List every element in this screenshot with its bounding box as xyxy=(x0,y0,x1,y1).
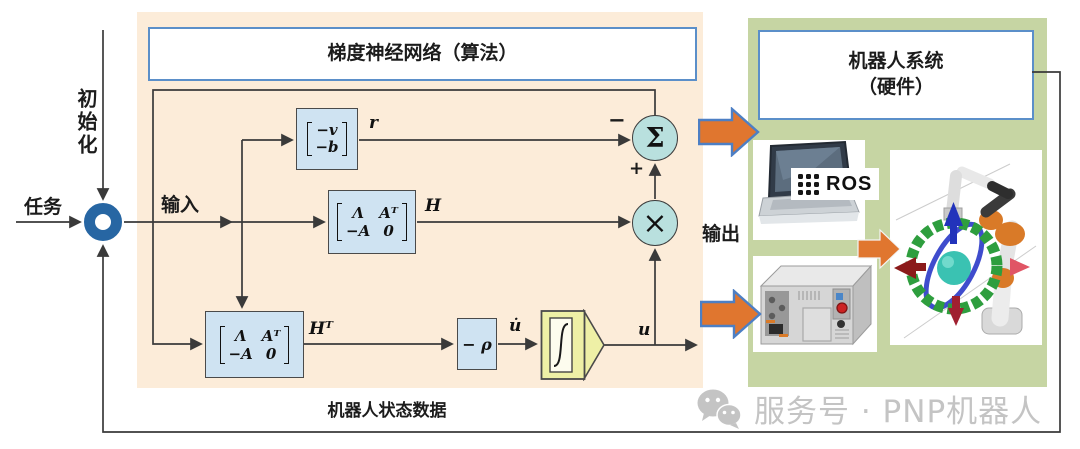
ht-matrix-block: Λ Aᵀ −A 0 xyxy=(205,311,304,378)
h-signal-label: H xyxy=(425,196,442,216)
ht-c22: 0 xyxy=(265,344,277,363)
ros-logo: ROS xyxy=(791,168,879,200)
sum-junction: Σ xyxy=(632,115,678,161)
minus-sign: − xyxy=(608,108,626,132)
bracket-right xyxy=(401,203,407,241)
vb-matrix-block: −v −b xyxy=(296,108,358,170)
plus-sign: + xyxy=(629,158,645,179)
h-c11: Λ xyxy=(352,204,364,222)
h-c12: Aᵀ xyxy=(379,204,398,222)
multiply-junction: × xyxy=(632,200,678,246)
robot-arm-image xyxy=(890,150,1042,345)
init-label: 初始化 xyxy=(74,88,98,157)
h-c21: −A xyxy=(346,222,371,240)
u-signal-label: u xyxy=(638,320,651,340)
task-label: 任务 xyxy=(24,196,63,218)
state-data-label: 机器人状态数据 xyxy=(327,401,447,421)
udot-signal-label: u̇ xyxy=(509,316,522,336)
controller-image xyxy=(753,256,877,352)
sigma-symbol: Σ xyxy=(645,122,665,154)
h-matrix-block: Λ Aᵀ −A 0 xyxy=(328,190,416,254)
orange-arrow-icon xyxy=(699,288,762,340)
vb-row2: −b xyxy=(315,138,339,156)
algo-to-hardware-arrow-bottom xyxy=(699,288,762,340)
ht-matrix: Λ Aᵀ −A 0 xyxy=(219,325,290,364)
h-matrix: Λ Aᵀ −A 0 xyxy=(337,203,407,241)
algorithm-title-box: 梯度神经网络（算法） xyxy=(148,27,697,81)
ht-c12: Aᵀ xyxy=(261,326,281,345)
ros-label: ROS xyxy=(826,172,873,195)
watermark-text: 服务号 · PNP机器人 xyxy=(754,394,1043,430)
bracket-left xyxy=(219,325,225,364)
h-c22: 0 xyxy=(383,222,394,240)
output-label: 输出 xyxy=(702,223,741,245)
hardware-title-line1: 机器人系统 xyxy=(848,50,944,73)
orange-arrow-icon xyxy=(697,106,760,158)
rho-gain-text: − ρ xyxy=(462,334,492,354)
integrator-saturation-icon xyxy=(540,308,605,382)
bracket-right xyxy=(341,121,347,157)
algo-to-hardware-arrow-top xyxy=(697,106,760,158)
bracket-left xyxy=(307,121,313,157)
controller-to-robot-arrow xyxy=(856,226,902,272)
robot-arm-icon xyxy=(894,163,1037,339)
integrator-saturation-block xyxy=(540,308,606,382)
bracket-right xyxy=(284,325,290,364)
bracket-left xyxy=(337,203,343,241)
ht-c21: −A xyxy=(228,344,253,363)
algorithm-title: 梯度神经网络（算法） xyxy=(327,42,518,65)
hardware-title-box: 机器人系统 （硬件） xyxy=(758,30,1034,120)
summing-node xyxy=(84,203,122,241)
watermark: 服务号 · PNP机器人 xyxy=(696,386,1042,431)
r-signal-label: r xyxy=(369,113,378,133)
ros-dots-icon xyxy=(798,173,819,195)
ht-signal-label: Hᵀ xyxy=(309,319,334,339)
wechat-icon xyxy=(697,389,742,429)
robot-controller-icon xyxy=(759,264,873,346)
hardware-title-line2: （硬件） xyxy=(857,76,934,98)
ht-c11: Λ xyxy=(234,326,247,345)
vb-matrix: −v −b xyxy=(307,120,347,157)
input-label: 输入 xyxy=(161,194,200,216)
rho-gain-block: − ρ xyxy=(457,318,497,370)
orange-arrow-icon xyxy=(857,228,901,270)
multiply-symbol: × xyxy=(642,205,668,241)
vb-row1: −v xyxy=(316,120,338,139)
